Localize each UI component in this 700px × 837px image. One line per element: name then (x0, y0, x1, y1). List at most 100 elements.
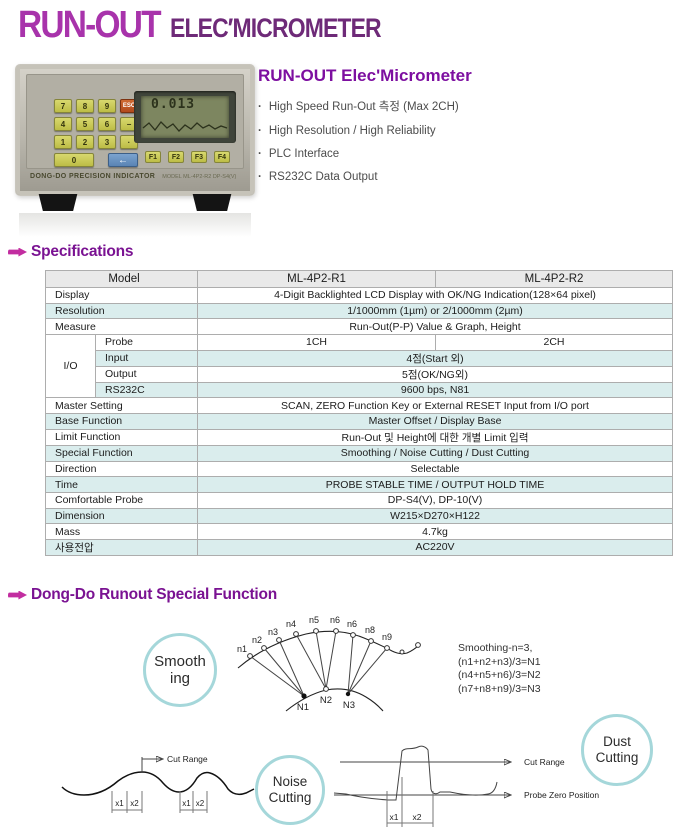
dust-marker-label: x2 (413, 812, 422, 822)
smoothing-badge: Smooth ing (143, 633, 217, 707)
feature-item: RS232C Data Output (258, 171, 693, 183)
row-time-value: PROBE STABLE TIME / OUTPUT HOLD TIME (197, 476, 674, 493)
header-model-r1: ML-4P2-R1 (197, 270, 437, 288)
key-3: 3 (98, 135, 116, 149)
row-base-function-value: Master Offset / Display Base (197, 413, 674, 430)
formula-line: (n4+n5+n6)/3=N2 (458, 669, 541, 681)
noise-badge-line1: Noise (272, 774, 308, 789)
table-row: Master Setting SCAN, ZERO Function Key o… (44, 397, 674, 415)
formula-line: (n1+n2+n3)/3=N1 (458, 655, 541, 668)
row-special-function-label: Special Function (44, 444, 199, 462)
lcd-waveform (142, 121, 228, 132)
table-row: Input 4점(Start 외) (46, 349, 674, 367)
page-title-sub: ELEC′MICROMETER (169, 13, 382, 43)
dust-probe-zero-label: Probe Zero Position (524, 790, 599, 800)
noise-badge-line2: Cutting (268, 790, 312, 805)
key-enter: ← (108, 153, 138, 167)
row-limit-function-label: Limit Function (44, 428, 199, 446)
key-7: 7 (54, 99, 72, 113)
smoothing-formula: Smoothing-n=3, (n1+n2+n3)/3=N1 (n4+n5+n6… (458, 642, 541, 696)
n-point-label: n2 (252, 635, 262, 645)
key-6: 6 (98, 117, 116, 131)
row-rs232c-value: 9600 bps, N81 (197, 381, 674, 399)
device-photo: 7 8 9 ESC 4 5 6 − 1 2 3 · 0 ← 0.013 (15, 64, 255, 239)
n-point-label: n1 (237, 644, 247, 654)
row-rs232c-label: RS232C (94, 381, 199, 399)
key-f2: F2 (168, 151, 184, 163)
page-title-main: RUN-OUT (18, 4, 162, 46)
noise-cutting-diagram: Cut Range x1 x2 x1 x2 (61, 754, 255, 813)
row-probe-r2: 2CH (435, 334, 674, 351)
noise-marker-label: x2 (196, 799, 205, 808)
noise-marker-label: x1 (115, 799, 124, 808)
row-base-function-label: Base Function (44, 413, 199, 430)
table-row: RS232C 9600 bps, N81 (46, 381, 674, 399)
special-function-heading-text: Dong-Do Runout Special Function (31, 586, 278, 603)
row-direction-label: Direction (44, 460, 199, 478)
noise-cutting-badge: Noise Cutting (255, 755, 325, 825)
specifications-heading-text: Specifications (31, 243, 134, 260)
row-master-setting-value: SCAN, ZERO Function Key or External RESE… (197, 397, 674, 415)
formula-line: Smoothing-n=3, (458, 642, 533, 654)
row-direction-value: Selectable (197, 460, 674, 478)
table-row: Output 5점(OK/NG외) (46, 365, 674, 383)
device-brand-strip: DONG-DO PRECISION INDICATOR MODEL ML-4P2… (30, 173, 242, 180)
arrow-bullet-icon (8, 590, 27, 600)
row-measure-value: Run-Out(P-P) Value & Graph, Height (197, 318, 674, 336)
table-row: Display 4-Digit Backlighted LCD Display … (44, 287, 674, 304)
row-display-label: Display (44, 287, 199, 304)
row-display-value: 4-Digit Backlighted LCD Display with OK/… (197, 287, 674, 304)
row-mass-label: Mass (44, 523, 199, 540)
key-f4: F4 (214, 151, 230, 163)
formula-line: (n7+n8+n9)/3=N3 (458, 682, 541, 695)
n-point-label: n4 (286, 619, 296, 629)
key-2: 2 (76, 135, 94, 149)
n-point-label: n3 (268, 627, 278, 637)
smoothing-diagram: n1 n2 n3 n4 n5 n6 n6 n8 n9 N1 N2 N3 (237, 615, 421, 713)
lcd-screen: 0.013 (141, 96, 229, 138)
row-probe-r1: 1CH (197, 334, 437, 351)
dust-cutting-diagram: x1 x2 Cut Range Probe Zero Position (333, 745, 599, 827)
table-row: Direction Selectable (44, 460, 674, 478)
product-info: RUN-OUT Elec'Micrometer High Speed Run-O… (258, 66, 693, 194)
n-point-label: n9 (382, 632, 392, 642)
specifications-table: Model ML-4P2-R1 ML-4P2-R2 Display 4-Digi… (44, 270, 674, 556)
row-master-setting-label: Master Setting (44, 397, 199, 415)
lcd-bezel: 0.013 (134, 91, 236, 143)
row-output-label: Output (94, 365, 199, 383)
row-limit-function-value: Run-Out 및 Height에 대한 개별 Limit 입력 (197, 428, 674, 446)
device-case: 7 8 9 ESC 4 5 6 − 1 2 3 · 0 ← 0.013 (15, 64, 255, 196)
N-node-label: N2 (320, 695, 332, 706)
table-row: Time PROBE STABLE TIME / OUTPUT HOLD TIM… (44, 476, 674, 493)
row-dimension-label: Dimension (44, 507, 199, 525)
row-input-label: Input (94, 349, 199, 367)
table-row: Resolution 1/1000mm (1µm) or 2/1000mm (2… (44, 302, 674, 320)
row-time-label: Time (44, 476, 199, 493)
row-input-value: 4점(Start 외) (197, 349, 674, 367)
table-row: Base Function Master Offset / Display Ba… (44, 413, 674, 430)
dust-badge-line2: Cutting (595, 750, 639, 765)
table-row: I/O Probe 1CH 2CH (45, 334, 674, 399)
row-probe-label: Probe (94, 334, 199, 351)
page-title: RUN-OUT ELEC′MICROMETER (18, 4, 418, 47)
specifications-heading: Specifications (8, 243, 133, 261)
row-resolution-label: Resolution (44, 302, 199, 320)
special-function-heading: Dong-Do Runout Special Function (8, 586, 277, 604)
feature-item: High Speed Run-Out 측정 (Max 2CH) (258, 98, 693, 114)
N-node-label: N1 (297, 702, 309, 713)
key-f3: F3 (191, 151, 207, 163)
table-row: Mass 4.7kg (44, 523, 674, 540)
row-output-value: 5점(OK/NG외) (197, 365, 674, 383)
key-0: 0 (54, 153, 94, 167)
dust-marker-label: x1 (390, 812, 399, 822)
row-resolution-value: 1/1000mm (1µm) or 2/1000mm (2µm) (197, 302, 674, 320)
n-point-label: n8 (365, 625, 375, 635)
dust-badge-line1: Dust (603, 734, 631, 749)
device-reflection (19, 213, 251, 237)
table-row: 사용전압 AC220V (44, 538, 674, 556)
device-model-label: MODEL ML-4P2-R2 DP-S4(V) (162, 174, 237, 180)
table-header-row: Model ML-4P2-R1 ML-4P2-R2 (44, 270, 674, 288)
row-dimension-value: W215×D270×H122 (197, 507, 674, 525)
row-comfortable-probe-label: Comfortable Probe (44, 491, 199, 509)
row-mass-value: 4.7kg (197, 523, 674, 540)
